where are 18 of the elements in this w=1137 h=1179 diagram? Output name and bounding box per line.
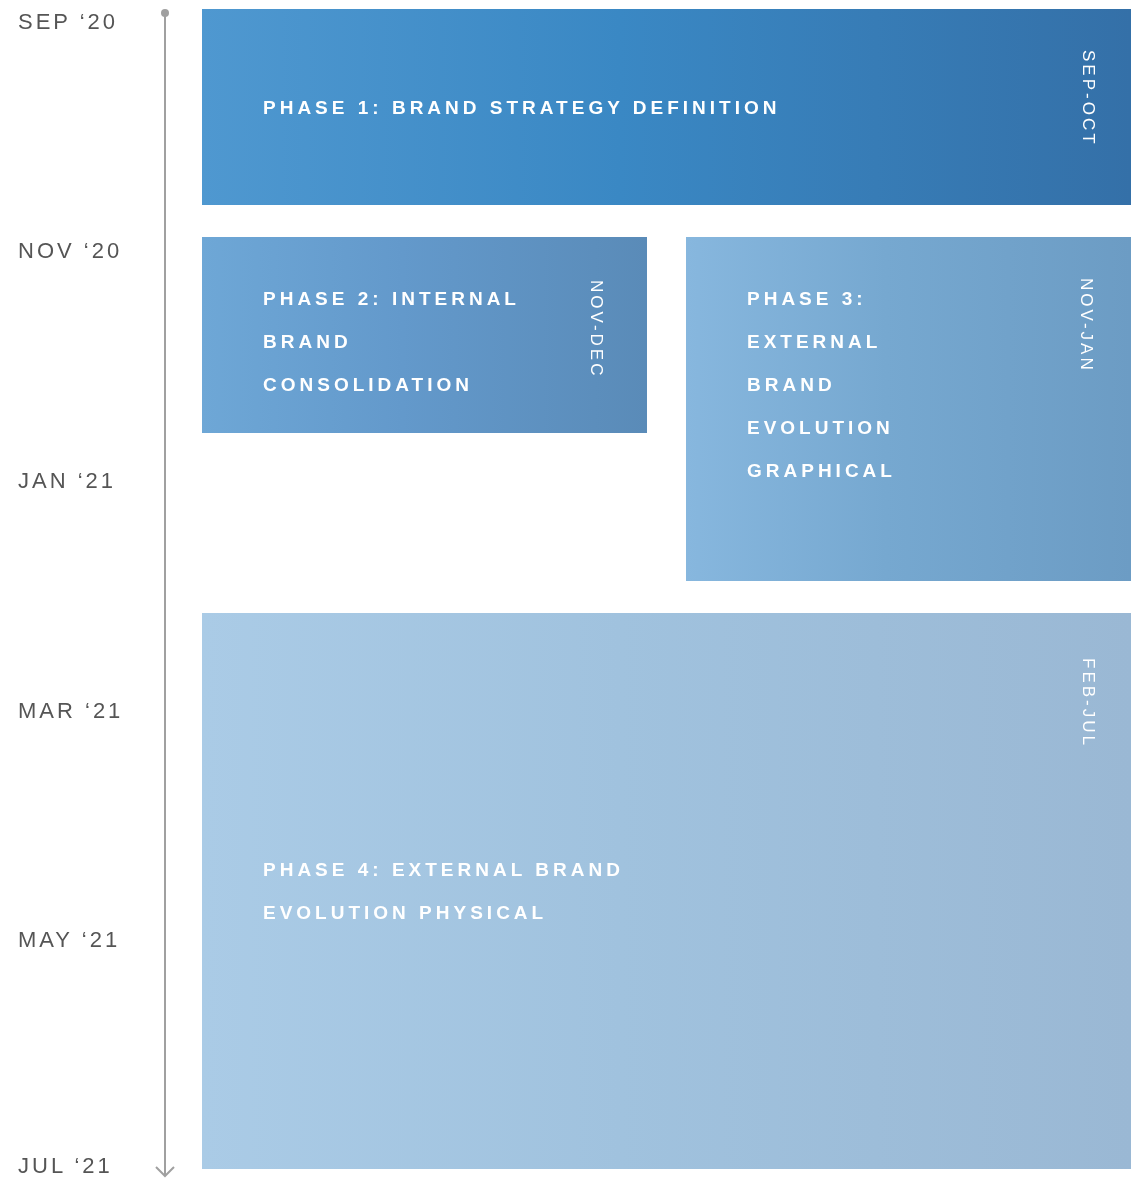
month-label: SEP ‘20 bbox=[18, 9, 119, 35]
phase-block bbox=[686, 237, 1131, 581]
period-label: NOV-JAN bbox=[1076, 278, 1096, 373]
phase-block bbox=[202, 613, 1131, 1169]
phase-title: PHASE 4: EXTERNAL BRAND EVOLUTION PHYSICAL bbox=[263, 858, 625, 925]
month-label: JUL ‘21 bbox=[18, 1153, 113, 1179]
phase-block bbox=[202, 9, 1131, 205]
phase-title: PHASE 1: BRAND STRATEGY DEFINITION bbox=[263, 95, 782, 120]
month-label: NOV ‘20 bbox=[18, 238, 123, 264]
month-label: JAN ‘21 bbox=[18, 468, 117, 494]
phase-title: PHASE 3: EXTERNAL BRAND EVOLUTION GRAPHICAL bbox=[747, 287, 897, 483]
phase-title: PHASE 2: INTERNAL BRAND CONSOLIDATION bbox=[263, 287, 521, 397]
month-label: MAR ‘21 bbox=[18, 698, 124, 724]
period-label: NOV-DEC bbox=[586, 280, 606, 379]
period-label: SEP-OCT bbox=[1078, 50, 1098, 147]
phase-block bbox=[202, 237, 647, 433]
month-label: MAY ‘21 bbox=[18, 927, 121, 953]
period-label: FEB-JUL bbox=[1078, 658, 1098, 748]
